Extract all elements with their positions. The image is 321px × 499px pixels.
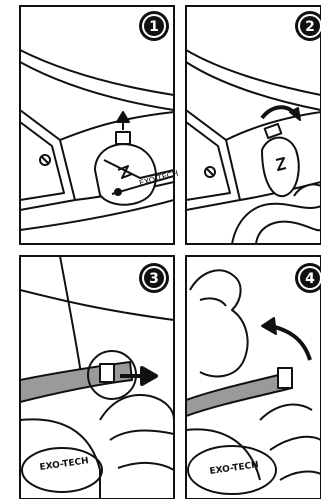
- strap-buckle: [278, 368, 292, 388]
- step-number: 2: [305, 19, 315, 35]
- arrow-up-icon: [117, 112, 129, 130]
- step-number: 1: [149, 19, 159, 35]
- step-badge: 2: [295, 11, 321, 41]
- hand: [190, 270, 248, 376]
- release-lever: [116, 132, 130, 144]
- step-number: 3: [149, 271, 159, 287]
- chin-strap: [20, 362, 132, 402]
- panel-step-1: EXO-TECH 1: [20, 6, 179, 244]
- step-badge: 4: [295, 263, 321, 293]
- intercom-device: [95, 144, 156, 205]
- panel-step-3: EXO-TECH 3: [20, 256, 174, 499]
- panel-step-4: EXO-TECH 4: [186, 256, 321, 499]
- logo-text: EXO-TECH: [39, 456, 89, 473]
- hand: [100, 395, 174, 470]
- release-lever: [265, 124, 282, 138]
- panel-step-2: 2: [186, 6, 321, 244]
- logo-text: EXO-TECH: [209, 460, 259, 477]
- step-badge: 3: [139, 263, 169, 293]
- step-number: 4: [305, 271, 315, 287]
- panel-frame: [20, 6, 174, 244]
- strap-buckle: [100, 364, 114, 382]
- step-badge: 1: [139, 11, 169, 41]
